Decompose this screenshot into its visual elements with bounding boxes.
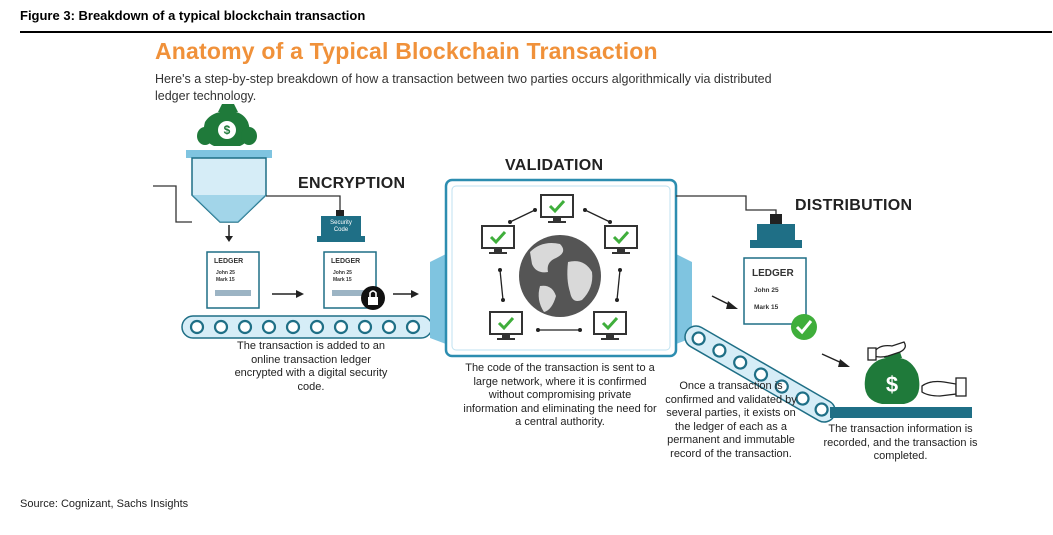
diagonal-arrow-icon: [821, 353, 850, 367]
infographic-title: Anatomy of a Typical Blockchain Transact…: [155, 38, 658, 64]
checkmark-icon: [791, 314, 817, 340]
ledger-entry: Mark 15: [216, 277, 235, 283]
ledger-entry: John 25: [333, 270, 352, 276]
computer-monitor-icon: [481, 225, 515, 254]
computer-monitor-icon: [489, 311, 523, 340]
computer-monitor-icon: [604, 225, 638, 254]
lock-icon: [361, 286, 385, 310]
conveyor-belt: [181, 315, 433, 339]
network-links: [499, 209, 621, 331]
encryption-description: The transaction is added to an online tr…: [234, 340, 388, 393]
ledger-title: LEDGER: [331, 258, 361, 265]
money-bag-icon: $: [197, 104, 257, 146]
svg-text:$: $: [886, 372, 898, 397]
ledger-entry: Mark 15: [754, 304, 779, 311]
globe-icon: [519, 235, 601, 317]
conveyor-belt-diagonal: [684, 325, 836, 423]
ledger-entry: John 25: [216, 270, 235, 276]
stage-label-distribution: DISTRIBUTION: [795, 197, 913, 214]
distribution-description: Once a transaction is confirmed and vali…: [665, 380, 797, 460]
ledger-entry: John 25: [754, 287, 779, 294]
caption-divider: [20, 31, 1052, 33]
figure-caption: Figure 3: Breakdown of a typical blockch…: [20, 8, 366, 23]
stage-label-validation: VALIDATION: [505, 157, 604, 174]
computer-monitor-icon: [593, 311, 627, 340]
distribution-dispenser: [750, 214, 802, 248]
ledger-document-3: [743, 257, 807, 325]
infographic-subtitle: Here's a step-by-step breakdown of how a…: [155, 72, 772, 103]
ledger-entry: Mark 15: [333, 277, 352, 283]
figure-source: Source: Cognizant, Sachs Insights: [20, 498, 189, 510]
security-code-label: Security Code: [330, 220, 352, 233]
security-code-box: [317, 210, 365, 242]
hand-icon: [867, 341, 906, 361]
hand-icon: [921, 377, 967, 397]
completion-description: The transaction information is recorded,…: [823, 423, 978, 462]
svg-text:$: $: [224, 123, 231, 137]
stage-label-encryption: ENCRYPTION: [298, 175, 406, 192]
down-arrow-icon: [225, 225, 233, 242]
diagonal-arrow-icon: [711, 295, 738, 309]
completion-platform: [830, 407, 972, 418]
computer-monitor-icon: [540, 194, 574, 223]
ledger-title: LEDGER: [752, 268, 794, 279]
ledger-document-1: [206, 251, 260, 309]
hopper-funnel: [186, 150, 272, 223]
right-arrow-icon: [393, 290, 419, 298]
ledger-title: LEDGER: [214, 258, 244, 265]
right-arrow-icon: [272, 290, 304, 298]
validation-description: The code of the transaction is sent to a…: [463, 362, 657, 428]
